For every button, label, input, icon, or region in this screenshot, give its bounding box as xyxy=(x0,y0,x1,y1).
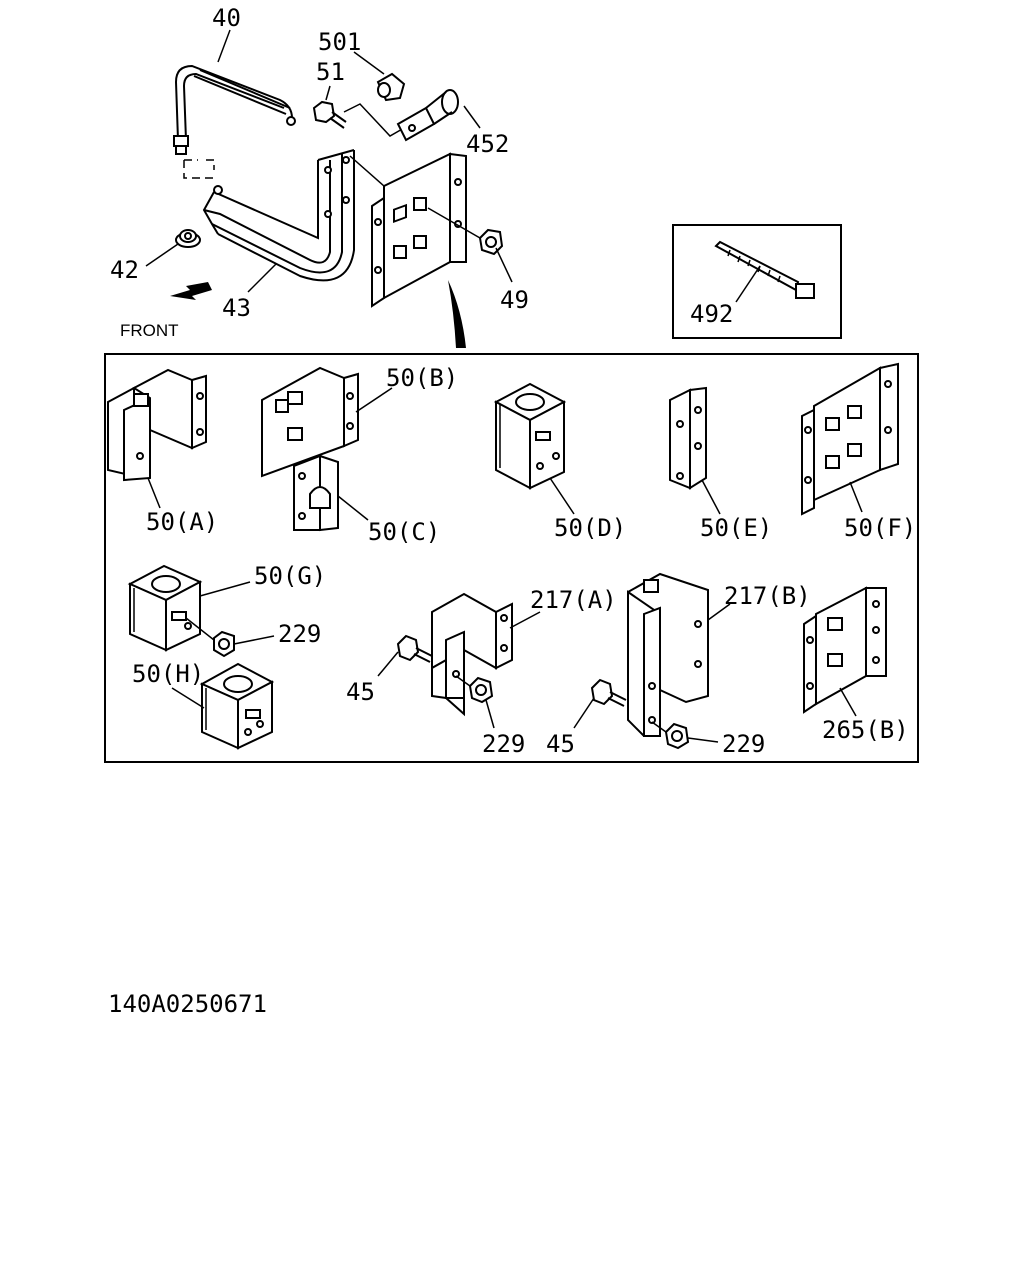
leader-lines-upper xyxy=(145,29,513,293)
callout-50g: 50(G) xyxy=(254,562,326,590)
callout-501: 501 xyxy=(318,28,361,56)
bracket-50c xyxy=(293,454,369,532)
front-arrow xyxy=(170,282,212,300)
callout-42: 42 xyxy=(110,256,139,284)
callout-50c: 50(C) xyxy=(368,518,440,546)
callout-217a: 217(A) xyxy=(530,586,617,614)
bracket-50-upper xyxy=(349,152,467,308)
nut-42 xyxy=(175,229,201,248)
bolt-45-b xyxy=(573,678,627,729)
detail-pointer xyxy=(448,280,466,348)
callout-217b: 217(B) xyxy=(724,582,811,610)
block-50d xyxy=(493,382,575,515)
callout-45-b: 45 xyxy=(546,730,575,758)
inset-box-492 xyxy=(672,224,842,339)
pin-452 xyxy=(396,89,459,142)
bolt-51 xyxy=(312,100,347,129)
diagram-id: 140A0250671 xyxy=(108,990,267,1018)
bracket-217b xyxy=(627,572,731,737)
callout-50b: 50(B) xyxy=(386,364,458,392)
callout-43: 43 xyxy=(222,294,251,322)
cable-tie-492 xyxy=(714,240,815,303)
callout-452: 452 xyxy=(466,130,509,158)
bracket-50f xyxy=(801,362,899,516)
pipe-43 xyxy=(202,149,355,282)
callout-40: 40 xyxy=(212,4,241,32)
pipe-40 xyxy=(173,64,296,155)
callout-229-b: 229 xyxy=(722,730,765,758)
callout-50e: 50(E) xyxy=(700,514,772,542)
nut-229-b xyxy=(651,721,719,750)
callout-492: 492 xyxy=(690,300,733,328)
bracket-50e xyxy=(669,386,721,515)
front-label: FRONT xyxy=(120,321,179,340)
callout-51: 51 xyxy=(316,58,345,86)
callout-45-a: 45 xyxy=(346,678,375,706)
callout-229-g: 229 xyxy=(278,620,321,648)
bracket-265b xyxy=(803,586,887,717)
bracket-50b xyxy=(261,366,393,478)
callout-229-a: 229 xyxy=(482,730,525,758)
callout-50f: 50(F) xyxy=(844,514,916,542)
detail-box xyxy=(104,353,919,763)
block-50g xyxy=(127,564,251,652)
callout-50h: 50(H) xyxy=(132,660,204,688)
callout-50a: 50(A) xyxy=(146,508,218,536)
bolt-45-a xyxy=(377,634,433,677)
nut-229-a xyxy=(455,675,495,729)
callout-265b: 265(B) xyxy=(822,716,909,744)
grommet-501 xyxy=(376,72,406,102)
block-50h xyxy=(171,662,275,750)
callout-49: 49 xyxy=(500,286,529,314)
bracket-50a xyxy=(107,368,207,509)
callout-50d: 50(D) xyxy=(554,514,626,542)
nut-229-g xyxy=(185,617,275,658)
bracket-217a xyxy=(431,592,541,717)
